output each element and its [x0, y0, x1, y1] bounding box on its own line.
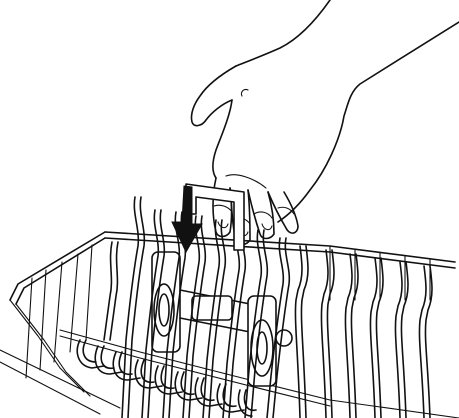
- arrow-down-icon: [172, 184, 244, 252]
- dish-rack-icon: [0, 232, 459, 418]
- hand-icon: [191, 0, 459, 245]
